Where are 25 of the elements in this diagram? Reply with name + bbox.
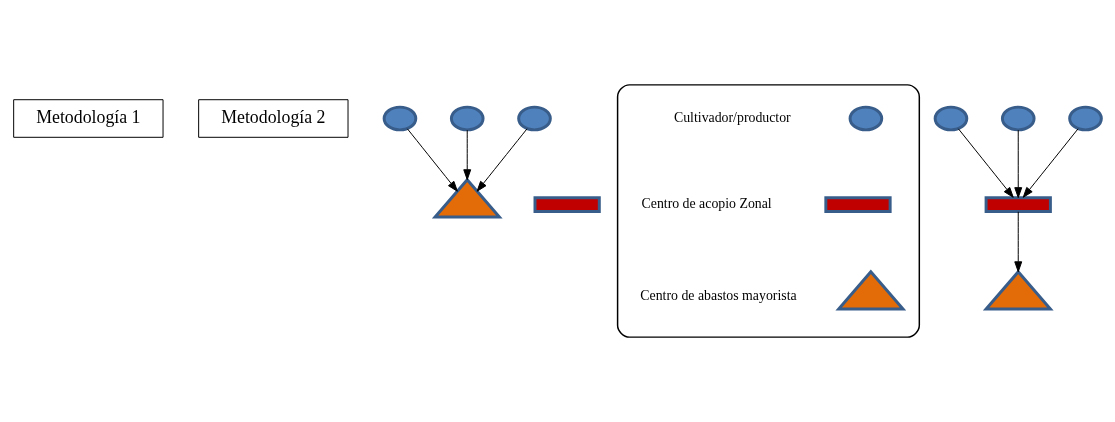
- arrow: [1014, 129, 1023, 199]
- legend-label: Centro de acopio Zonal: [641, 196, 772, 212]
- node-circle: [933, 105, 969, 132]
- node-circle: [848, 105, 884, 132]
- node-circle: [382, 105, 418, 132]
- node-bar: [824, 196, 892, 213]
- node-box: Metodología 2: [198, 99, 349, 138]
- arrow: [476, 128, 528, 192]
- node-bar: [533, 196, 601, 213]
- node-circle: [1000, 105, 1036, 132]
- legend-label: Centro de abastos mayorista: [640, 288, 797, 304]
- node-triangle: [982, 269, 1054, 311]
- node-circle: [517, 105, 552, 132]
- legend-label: Cultivador/productor: [673, 110, 791, 126]
- node-circle: [449, 105, 485, 132]
- node-box: Metodología 1: [13, 99, 164, 138]
- arrow: [1014, 211, 1023, 273]
- node-triangle: [835, 269, 907, 311]
- arrow: [463, 129, 472, 181]
- cluster: [616, 84, 921, 338]
- node-bar: [984, 196, 1052, 213]
- arrow: [957, 128, 1014, 198]
- arrow: [1022, 128, 1079, 198]
- arrow: [406, 128, 458, 192]
- node-circle: [1068, 105, 1103, 132]
